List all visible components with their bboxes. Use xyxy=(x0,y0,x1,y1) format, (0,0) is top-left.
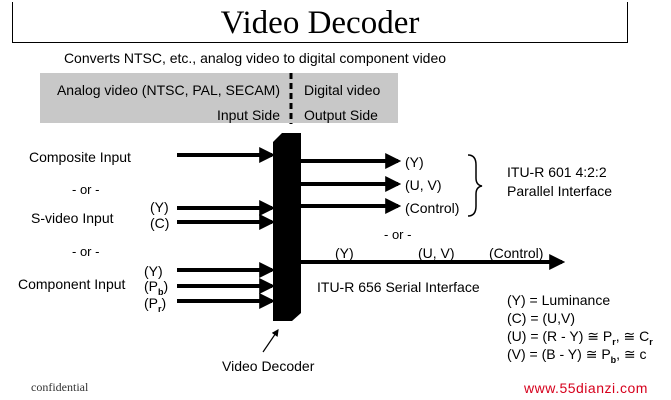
page-title: Video Decoder xyxy=(220,5,420,41)
legend-luminance: (Y) = Luminance xyxy=(507,292,611,308)
video-decoder-label: Video Decoder xyxy=(222,358,315,374)
svideo-y-label: (Y) xyxy=(150,199,169,215)
component-pb-label: (Pb) xyxy=(144,278,169,297)
component-input-label: Component Input xyxy=(18,276,126,292)
serial-uv-label: (U, V) xyxy=(418,245,455,261)
parallel-brace xyxy=(467,154,483,217)
parallel-interface-label: Parallel Interface xyxy=(507,183,613,199)
legend-chroma: (C) = (U,V) xyxy=(507,310,576,326)
confidential-note: confidential xyxy=(31,380,89,394)
out-y-label: (Y) xyxy=(405,154,424,170)
composite-input-label: Composite Input xyxy=(29,149,131,165)
serial-control-label: (Control) xyxy=(489,245,544,261)
itu656-label: ITU-R 656 Serial Interface xyxy=(317,279,480,295)
side-band xyxy=(40,73,398,123)
or-label-3: - or - xyxy=(384,227,412,242)
decoder-block xyxy=(273,133,301,321)
component-pr-label: (Pr) xyxy=(144,295,167,314)
analog-video-label: Analog video (NTSC, PAL, SECAM) xyxy=(56,82,280,98)
legend-v: (V) = (B - Y) ≅ Pb, ≅ c xyxy=(507,346,647,365)
subtitle: Converts NTSC, etc., analog video to dig… xyxy=(63,50,447,66)
digital-video-label: Digital video xyxy=(304,82,381,98)
out-control-label: (Control) xyxy=(405,200,460,216)
watermark: www.55dianzi.com xyxy=(524,380,648,396)
or-label-1: - or - xyxy=(72,182,100,197)
serial-y-label: (Y) xyxy=(335,245,354,261)
or-label-2: - or - xyxy=(72,244,100,259)
input-side-label: Input Side xyxy=(216,107,280,123)
title-frame xyxy=(12,2,628,43)
legend-u: (U) = (R - Y) ≅ Pr, ≅ Cr xyxy=(507,328,653,347)
svideo-c-label: (C) xyxy=(150,215,170,231)
out-uv-label: (U, V) xyxy=(405,177,442,193)
svideo-input-label: S-video Input xyxy=(31,210,114,226)
component-y-label: (Y) xyxy=(144,263,163,279)
output-side-label: Output Side xyxy=(304,107,378,123)
decoder-pointer xyxy=(262,329,279,353)
itu601-label: ITU-R 601 4:2:2 xyxy=(507,164,607,180)
